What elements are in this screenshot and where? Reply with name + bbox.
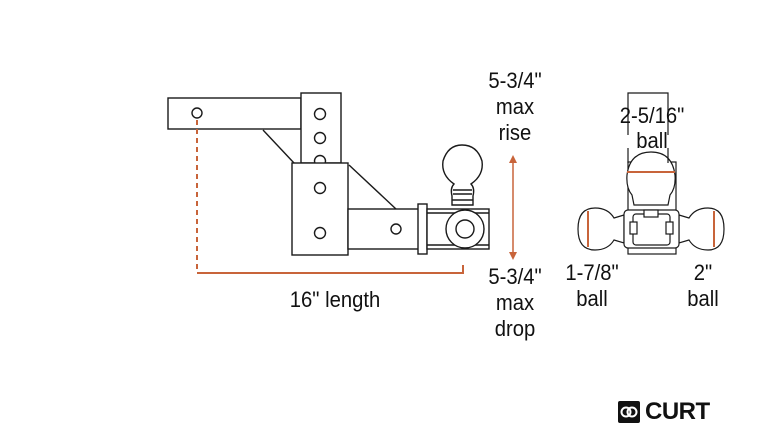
rise-label-max: max xyxy=(495,94,535,119)
right-ball-word: ball xyxy=(687,286,719,311)
left-ball-size: 1-7/8" xyxy=(565,260,619,285)
shank-bar xyxy=(167,97,302,130)
brand-name: CURT xyxy=(645,398,710,425)
rise-value: 5-3/4" xyxy=(488,68,542,93)
curt-emblem-icon xyxy=(618,401,640,423)
top-ball-size: 2-5/16" xyxy=(619,103,685,128)
rise-label-rise: rise xyxy=(498,120,532,145)
brand-logo: CURT xyxy=(618,398,710,426)
drop-label-drop: drop xyxy=(494,316,536,341)
left-ball-word: ball xyxy=(576,286,608,311)
right-ball-size: 2" xyxy=(693,260,713,285)
length-label: 16" length xyxy=(289,287,381,312)
drop-value: 5-3/4" xyxy=(488,264,542,289)
top-ball-word: ball xyxy=(636,128,668,153)
drop-label-max: max xyxy=(495,290,535,315)
